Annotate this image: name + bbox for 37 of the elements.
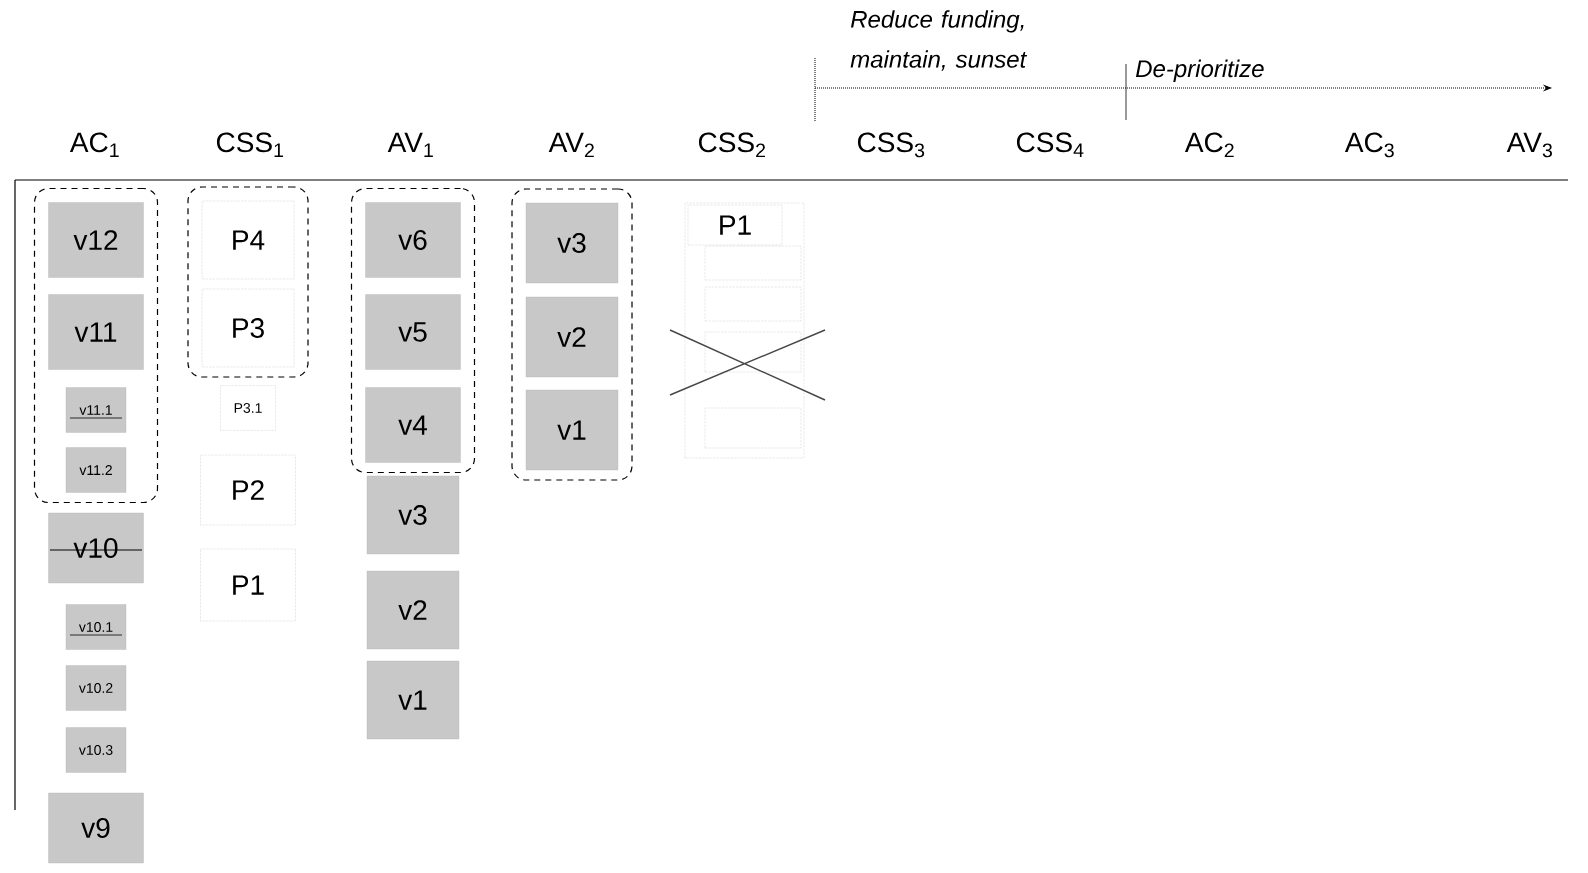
column-header: CSS$_{3}$	[857, 132, 925, 158]
version-box: v3	[525, 202, 619, 284]
version-box: v1	[366, 660, 460, 740]
version-box: v2	[525, 296, 619, 378]
version-box: v6	[365, 202, 461, 278]
page-box: P3	[201, 288, 295, 368]
column-header: AC$_{3}$	[1344, 132, 1394, 158]
column-header: AV$_{2}$	[548, 132, 594, 158]
column-header: CSS$_{4}$	[1016, 132, 1084, 157]
version-box: v5	[365, 294, 461, 370]
version-box: v11.2	[65, 447, 127, 493]
version-box: v10.2	[65, 665, 127, 711]
page-box: P2	[200, 454, 296, 526]
version-box: v11	[48, 294, 144, 370]
version-box: v2	[366, 570, 460, 650]
page-box	[704, 331, 802, 373]
column-header: AV$_{3}$	[1506, 132, 1552, 158]
version-box: v9	[48, 792, 144, 864]
version-box: v3	[366, 475, 460, 555]
version-box: v1	[525, 389, 619, 471]
version-box: v10	[48, 512, 144, 584]
version-box: v10.1	[65, 604, 127, 650]
page-box: P1	[687, 204, 783, 246]
column-header: AC$_{1}$	[69, 132, 119, 157]
version-box: v12	[48, 202, 144, 278]
column-header: CSS$_{2}$	[698, 132, 765, 158]
version-box: v4	[365, 387, 461, 463]
column-header: AV$_{1}$	[387, 132, 433, 157]
version-box: v10.3	[65, 727, 127, 773]
page-box: P3.1	[220, 385, 276, 431]
column-header: CSS$_{1}$	[216, 132, 284, 157]
page-box: P1	[200, 548, 296, 622]
version-box: v11.1	[65, 387, 127, 433]
phase-label: Reduce funding, maintain, sunset	[850, 10, 1028, 71]
phase-label: De-prioritize	[1135, 59, 1264, 82]
page-box: P4	[201, 200, 295, 280]
column-header: AC$_{2}$	[1184, 132, 1234, 158]
